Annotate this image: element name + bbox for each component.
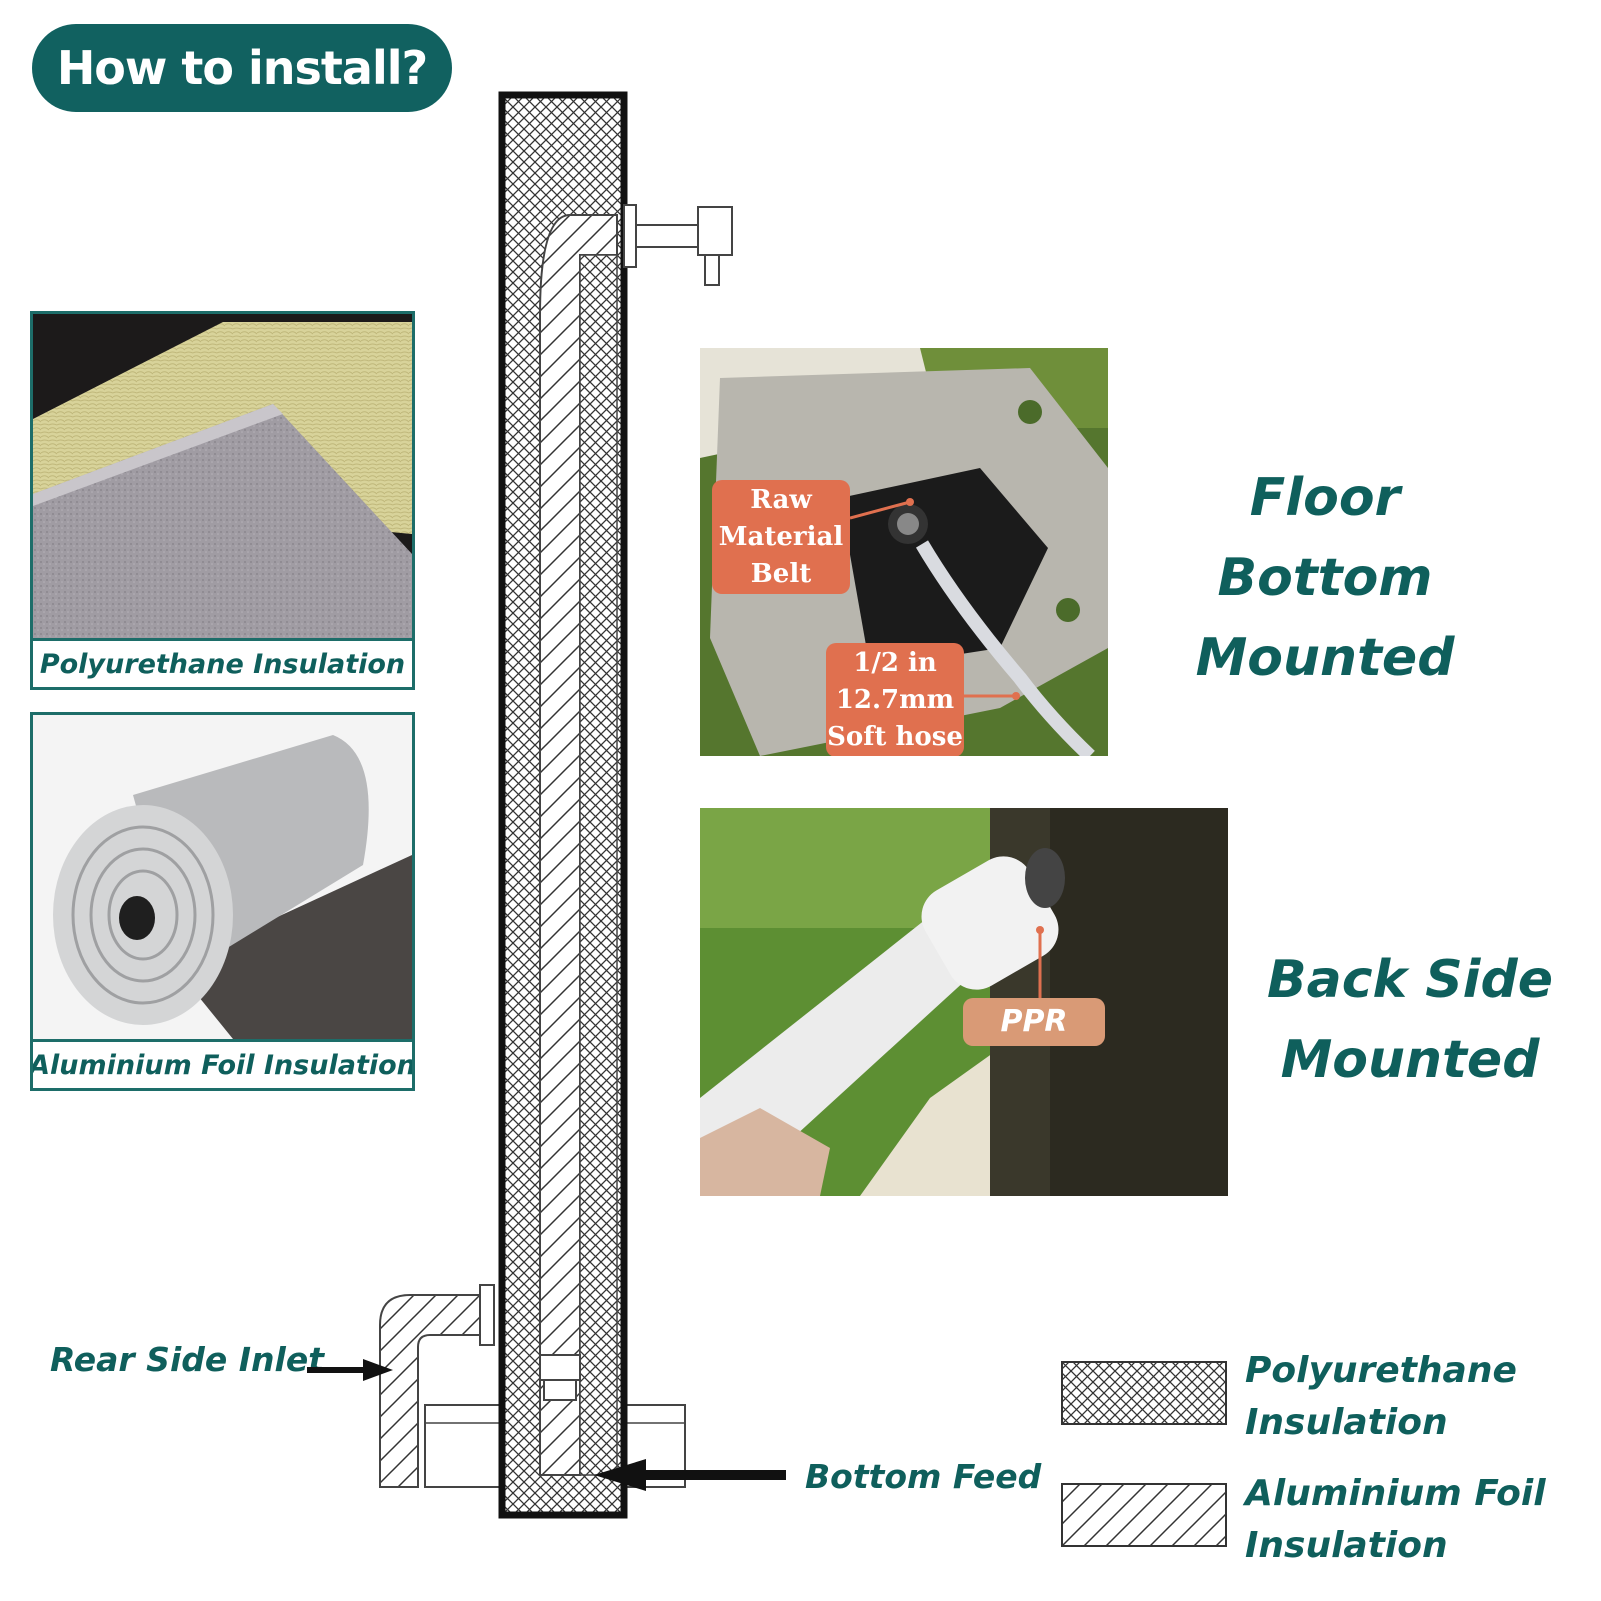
back-side-mount-photo: PPR bbox=[700, 808, 1228, 1196]
raw-tag-leader-line bbox=[850, 498, 914, 520]
page-title: How to install? bbox=[56, 41, 428, 95]
polyurethane-sample-image bbox=[33, 314, 412, 638]
legend-aluminium-line-2: Insulation bbox=[1245, 1525, 1448, 1566]
legend-swatch-aluminium-foil bbox=[1061, 1483, 1227, 1547]
back-label-line-2: Mounted bbox=[1280, 1030, 1540, 1090]
aluminium-foil-roll-image bbox=[33, 715, 412, 1039]
back-side-mounted-label: Back Side Mounted bbox=[1240, 940, 1580, 1100]
floor-bottom-mount-photo: Raw Material Belt 1/2 in 12.7mm Soft hos… bbox=[700, 348, 1108, 756]
back-label-line-1: Back Side bbox=[1267, 950, 1553, 1010]
hose-tag-line-3: Soft hose bbox=[827, 722, 963, 752]
legend-polyurethane-line-1: Polyurethane bbox=[1245, 1350, 1517, 1391]
floor-label-line-1: Floor Bottom bbox=[1217, 468, 1433, 608]
polyurethane-insulation-card: Polyurethane Insulation bbox=[30, 311, 415, 690]
floor-mount-photo-image bbox=[700, 348, 1108, 756]
rear-side-inlet-label: Rear Side Inlet bbox=[50, 1340, 324, 1379]
legend-aluminium-line-1: Aluminium Foil bbox=[1245, 1473, 1546, 1514]
bottom-feed-label: Bottom Feed bbox=[805, 1457, 1042, 1496]
legend-swatch-polyurethane bbox=[1061, 1361, 1227, 1425]
title-badge: How to install? bbox=[32, 24, 452, 112]
floor-label-line-2: Mounted bbox=[1195, 628, 1455, 688]
soft-hose-tag: 1/2 in 12.7mm Soft hose bbox=[826, 643, 964, 756]
raw-material-belt-tag: Raw Material Belt bbox=[712, 480, 850, 594]
bottom-feed-arrow bbox=[594, 1459, 786, 1491]
floor-bottom-mounted-label: Floor Bottom Mounted bbox=[1140, 458, 1510, 698]
aluminium-foil-caption: Aluminium Foil Insulation bbox=[33, 1039, 412, 1088]
raw-tag-line-3: Belt bbox=[750, 559, 812, 589]
legend-label-polyurethane: Polyurethane Insulation bbox=[1245, 1345, 1517, 1449]
aluminium-foil-insulation-card: Aluminium Foil Insulation bbox=[30, 712, 415, 1091]
ppr-tag: PPR bbox=[963, 998, 1105, 1046]
hose-tag-line-2: 12.7mm bbox=[835, 685, 955, 715]
hose-tag-line-1: 1/2 in bbox=[853, 648, 937, 678]
raw-tag-line-2: Material bbox=[718, 522, 844, 552]
column-cross-section-diagram bbox=[379, 91, 733, 1519]
legend-polyurethane-line-2: Insulation bbox=[1245, 1402, 1448, 1443]
polyurethane-caption: Polyurethane Insulation bbox=[33, 638, 412, 687]
raw-tag-line-1: Raw bbox=[750, 485, 812, 515]
legend-label-aluminium-foil: Aluminium Foil Insulation bbox=[1245, 1468, 1546, 1572]
rear-inlet-arrow bbox=[307, 1359, 393, 1381]
hose-tag-leader-line bbox=[964, 692, 1020, 700]
